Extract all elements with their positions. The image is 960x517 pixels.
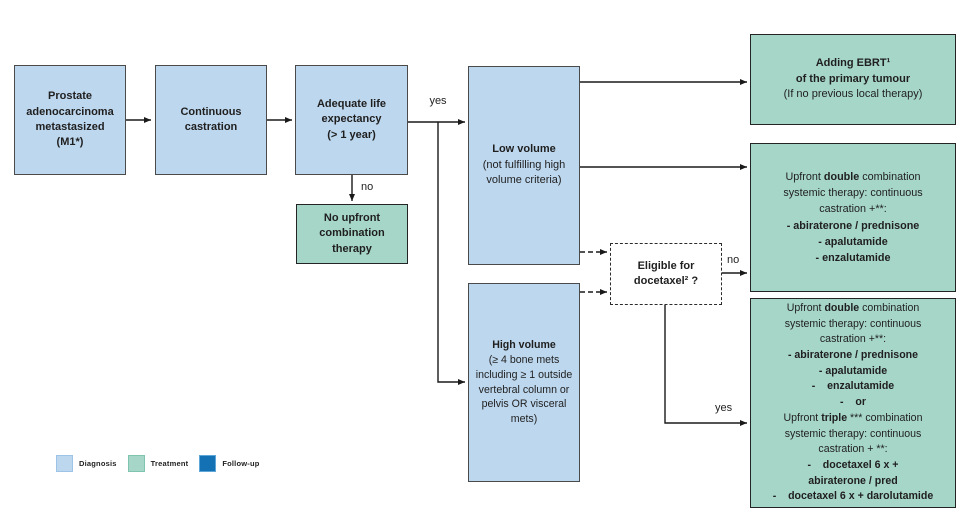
arrow-life-to-high-volume xyxy=(437,122,465,385)
followup-swatch-icon xyxy=(199,455,217,472)
legend-label-treatment: Treatment xyxy=(150,459,189,468)
legend-item-treatment: Treatment xyxy=(127,455,189,472)
legend: Diagnosis Treatment Follow-up xyxy=(56,455,260,472)
label-no-docetaxel: no xyxy=(727,254,740,266)
legend-label-diagnosis: Diagnosis xyxy=(79,459,117,468)
label-yes-life-expectancy: yes xyxy=(429,95,447,107)
legend-item-followup: Follow-up xyxy=(199,455,259,472)
legend-item-diagnosis: Diagnosis xyxy=(56,455,117,472)
label-no-life-expectancy: no xyxy=(361,181,374,193)
arrow-eligible-yes-to-triple xyxy=(664,305,747,426)
label-yes-docetaxel: yes xyxy=(715,402,733,414)
treatment-swatch-icon xyxy=(127,455,145,472)
diagnosis-swatch-icon xyxy=(56,455,73,472)
legend-label-followup: Follow-up xyxy=(222,459,260,468)
